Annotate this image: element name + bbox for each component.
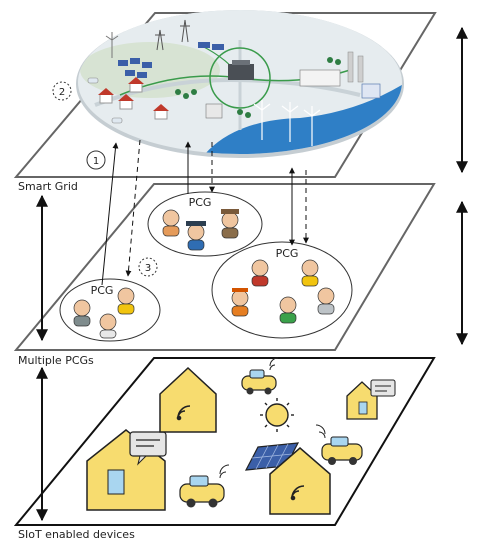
pcg-group-2: PCG bbox=[211, 241, 353, 339]
wifi-icon bbox=[176, 405, 191, 421]
house-icon bbox=[346, 381, 378, 420]
house-icon bbox=[159, 366, 217, 433]
pcg-label-3: PCG bbox=[91, 284, 114, 297]
pcg-label-1: PCG bbox=[189, 196, 212, 209]
marker-2: 2 bbox=[59, 87, 65, 98]
smart-grid-layer: 2 bbox=[13, 10, 437, 178]
car-icon bbox=[315, 424, 363, 465]
person-icon bbox=[73, 299, 91, 327]
pcg-layer: PCG PCG bbox=[13, 183, 436, 351]
pcg-layer-label: Multiple PCGs bbox=[18, 354, 94, 367]
person-icon bbox=[251, 259, 269, 287]
house-icon bbox=[98, 77, 169, 120]
pcg-label-2: PCG bbox=[276, 247, 299, 260]
power-plant-icon bbox=[299, 51, 381, 99]
marker-1: 1 bbox=[93, 156, 99, 167]
chat-bubble-icon bbox=[129, 431, 167, 466]
siot-layer-label: SIoT enabled devices bbox=[18, 528, 135, 541]
person-icon bbox=[317, 287, 335, 315]
wind-turbine-icon bbox=[253, 100, 321, 146]
person-icon bbox=[279, 296, 297, 324]
sun-icon bbox=[260, 398, 294, 432]
car-icon bbox=[179, 464, 230, 508]
chat-bubble-icon bbox=[370, 379, 396, 397]
marker-3: 3 bbox=[145, 263, 151, 274]
connectors bbox=[101, 139, 309, 286]
person-icon bbox=[301, 259, 319, 287]
car-icon bbox=[241, 357, 279, 395]
pcg-group-3: PCG bbox=[59, 278, 161, 342]
house-icon bbox=[269, 447, 331, 515]
person-icon bbox=[162, 209, 180, 237]
side-arrows bbox=[36, 26, 468, 522]
substation-icon bbox=[228, 60, 254, 80]
person-icon bbox=[186, 221, 206, 251]
person-icon bbox=[231, 288, 249, 317]
person-icon bbox=[99, 313, 117, 339]
smart-grid-island bbox=[76, 10, 404, 158]
solar-panel-icon bbox=[118, 42, 224, 78]
siot-layer bbox=[13, 357, 436, 526]
wifi-icon bbox=[290, 485, 305, 501]
person-icon bbox=[117, 287, 135, 315]
smart-grid-label: Smart Grid bbox=[18, 180, 78, 193]
pcg-group-1: PCG bbox=[147, 191, 263, 257]
person-icon bbox=[221, 209, 239, 239]
